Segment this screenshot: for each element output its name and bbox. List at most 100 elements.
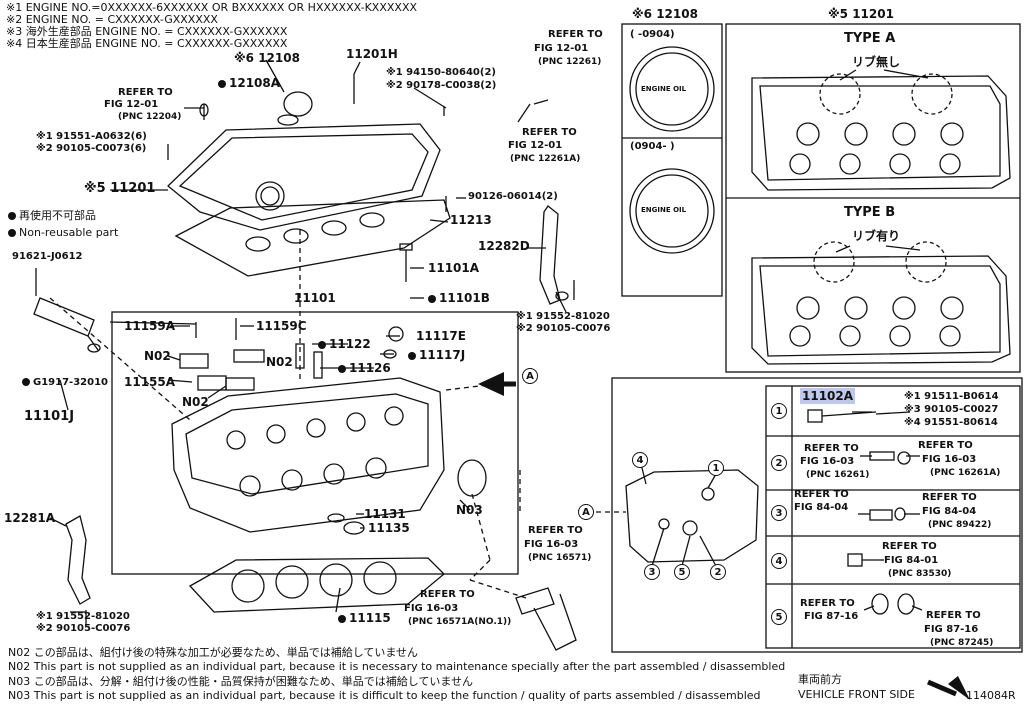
ref-12-01-b-l2[interactable]: FIG 12-01	[534, 43, 589, 54]
row-2-right-1: REFER TO	[918, 440, 973, 451]
type-a-note: リブ無し	[852, 55, 901, 69]
row-1-line-1[interactable]: ※1 91511-B0614	[904, 391, 999, 402]
label-11101[interactable]: 11101	[294, 291, 336, 305]
label-11122[interactable]: 11122	[318, 338, 371, 350]
view-a-callout[interactable]: A	[522, 368, 538, 384]
label-11101j[interactable]: 11101J	[24, 409, 75, 424]
label-11213[interactable]: 11213	[450, 213, 492, 227]
label-11101b[interactable]: 11101B	[428, 292, 490, 304]
label-12108a[interactable]: 12108A	[218, 77, 280, 89]
detail-table-frame	[765, 385, 1021, 649]
row-4-right-1: REFER TO	[882, 541, 937, 552]
label-n02-a[interactable]: N02	[144, 349, 171, 363]
detail-callout-5: 5	[674, 564, 690, 580]
header-note-1: ※1 ENGINE NO.=0XXXXXX-6XXXXXX OR BXXXXXX…	[6, 1, 418, 14]
row-5-right-2[interactable]: FIG 87-16	[924, 624, 979, 635]
bullet-icon	[218, 79, 226, 88]
row-3-left-1: REFER TO	[794, 489, 849, 500]
label-94150[interactable]: ※1 94150-80640(2)	[386, 67, 496, 78]
label-11135[interactable]: 11135	[368, 521, 410, 535]
header-note-4: ※4 日本生産部品 ENGINE NO. = CXXXXXX-GXXXXXX	[6, 37, 288, 50]
ref-12-01-b-l1: REFER TO	[548, 29, 603, 40]
label-11126[interactable]: 11126	[338, 362, 391, 374]
label-n03[interactable]: N03	[456, 503, 483, 517]
detail-panel-frame	[611, 377, 1023, 653]
cap-range-1: ( -0904)	[630, 29, 675, 40]
row-5-left-1: REFER TO	[800, 598, 855, 609]
legend-en: Non-reusable part	[8, 227, 118, 238]
label-11159a[interactable]: 11159A	[124, 319, 176, 333]
footer-n02-jp: N02 この部品は、組付け後の特殊な加工が必要なため、単品では補給していません	[8, 646, 419, 659]
row-1-line-3[interactable]: ※4 91551-80614	[904, 417, 998, 428]
row-2-right-2[interactable]: FIG 16-03	[922, 454, 977, 465]
row-3-right-1: REFER TO	[922, 492, 977, 503]
head-gasket	[188, 557, 445, 613]
detail-callout-1: 1	[708, 460, 724, 476]
ref-12-01-c-l2[interactable]: FIG 12-01	[508, 140, 563, 151]
cap-range-2: (0904- )	[630, 141, 675, 152]
valve-cover-gasket	[174, 199, 451, 277]
row-2-left-2[interactable]: FIG 16-03	[800, 456, 855, 467]
label-11117j[interactable]: 11117J	[408, 349, 465, 361]
ref-16-03-a-l1: REFER TO	[528, 525, 583, 536]
row-5-left-2[interactable]: FIG 87-16	[804, 611, 859, 622]
label-11101a[interactable]: 11101A	[428, 261, 480, 275]
detail-callout-4: 4	[632, 452, 648, 468]
type-b-label: TYPE B	[844, 205, 896, 220]
bullet-icon	[318, 340, 326, 349]
label-12108[interactable]: ※6 12108	[234, 51, 300, 65]
cap-2-outline	[629, 168, 715, 254]
type-b-note: リブ有り	[852, 229, 901, 243]
type-panel-title: ※5 11201	[828, 7, 894, 21]
vehicle-front-jp: 車両前方	[798, 673, 842, 686]
label-11155a[interactable]: 11155A	[124, 375, 176, 389]
row-5-right-1: REFER TO	[926, 610, 981, 621]
label-n02-b[interactable]: N02	[266, 355, 293, 369]
vehicle-front-en: VEHICLE FRONT SIDE	[798, 688, 915, 701]
row-4-right-2[interactable]: FIG 84-01	[884, 555, 939, 566]
ref-16-03-a-l2[interactable]: FIG 16-03	[524, 539, 579, 550]
ref-12-01-c-l1: REFER TO	[522, 127, 577, 138]
label-12281a[interactable]: 12281A	[4, 511, 56, 525]
label-11102a[interactable]: 11102A	[800, 388, 856, 404]
label-11159c[interactable]: 11159C	[256, 319, 307, 333]
label-11115[interactable]: 11115	[338, 612, 391, 624]
label-n02-c[interactable]: N02	[182, 395, 209, 409]
oil-control-valve	[33, 297, 95, 337]
cap-panel-frame	[621, 23, 723, 297]
detail-callout-2: 2	[710, 564, 726, 580]
label-90105-c0073[interactable]: ※2 90105-C0073(6)	[36, 143, 147, 154]
cap-panel-title: ※6 12108	[632, 7, 698, 21]
ref-16-03-b-l1: REFER TO	[420, 589, 475, 600]
header-note-2: ※2 ENGINE NO. = CXXXXXX-GXXXXXX	[6, 13, 218, 26]
label-91621[interactable]: 91621-J0612	[12, 251, 83, 262]
bullet-icon	[408, 351, 416, 360]
row-5-right-3: (PNC 87245)	[930, 638, 994, 648]
row-3-left-2[interactable]: FIG 84-04	[794, 502, 849, 513]
label-90105-c0076-a[interactable]: ※2 90105-C0076	[516, 323, 611, 334]
label-12282d[interactable]: 12282D	[478, 239, 530, 253]
bullet-icon	[428, 294, 436, 303]
detail-head	[625, 469, 759, 563]
label-90105-c0076-b[interactable]: ※2 90105-C0076	[36, 623, 131, 634]
label-91552-81020-a[interactable]: ※1 91552-81020	[516, 311, 610, 322]
row-1-number: 1	[771, 403, 787, 419]
label-11131[interactable]: 11131	[364, 507, 406, 521]
row-2-right-3: (PNC 16261A)	[930, 468, 1001, 478]
label-11201h[interactable]: 11201H	[346, 47, 398, 61]
row-3-right-2[interactable]: FIG 84-04	[922, 506, 977, 517]
label-91552-81020-b[interactable]: ※1 91552-81020	[36, 611, 130, 622]
detail-callout-3: 3	[644, 564, 660, 580]
ref-16-03-b-l2[interactable]: FIG 16-03	[404, 603, 459, 614]
label-90178[interactable]: ※2 90178-C0038(2)	[386, 80, 497, 91]
label-90126[interactable]: 90126-06014(2)	[468, 191, 558, 202]
label-11117e[interactable]: 11117E	[416, 329, 466, 343]
ref-12-01-a-l2[interactable]: FIG 12-01	[104, 99, 159, 110]
label-11201[interactable]: ※5 11201	[84, 181, 156, 196]
bullet-icon	[338, 614, 346, 623]
bullet-icon	[8, 212, 16, 220]
label-91551-a0632[interactable]: ※1 91551-A0632(6)	[36, 131, 147, 142]
row-1-line-2[interactable]: ※3 90105-C0027	[904, 404, 999, 415]
bullet-icon	[8, 229, 16, 237]
label-g1917[interactable]: G1917-32010	[22, 378, 108, 388]
